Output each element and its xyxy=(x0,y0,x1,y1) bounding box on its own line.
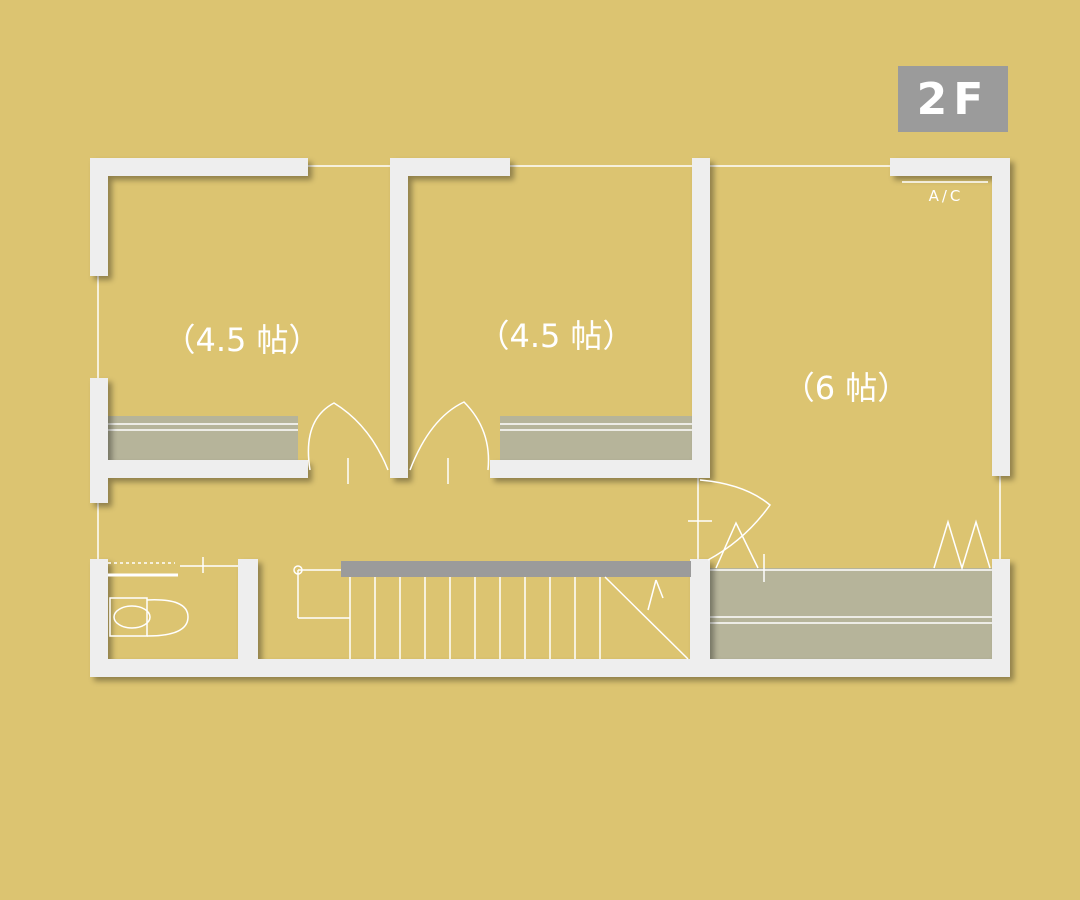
closet-left xyxy=(108,416,298,460)
closet-right xyxy=(710,568,992,660)
closet-middle xyxy=(500,416,692,460)
walls xyxy=(90,158,1010,677)
closets xyxy=(108,416,992,660)
stair-rail xyxy=(341,561,691,577)
room-label-middle: （4.5 帖） xyxy=(477,317,635,355)
doors xyxy=(108,401,991,582)
room-label-right: （6 帖） xyxy=(782,369,910,407)
floor-badge: 2F xyxy=(898,66,1008,132)
window-lines xyxy=(97,165,1001,560)
floor-label: 2F xyxy=(916,73,990,125)
room-label-left: （4.5 帖） xyxy=(163,321,321,359)
toilet-icon xyxy=(109,597,189,637)
ac-label: A/C xyxy=(928,187,964,205)
staircase xyxy=(293,565,689,660)
